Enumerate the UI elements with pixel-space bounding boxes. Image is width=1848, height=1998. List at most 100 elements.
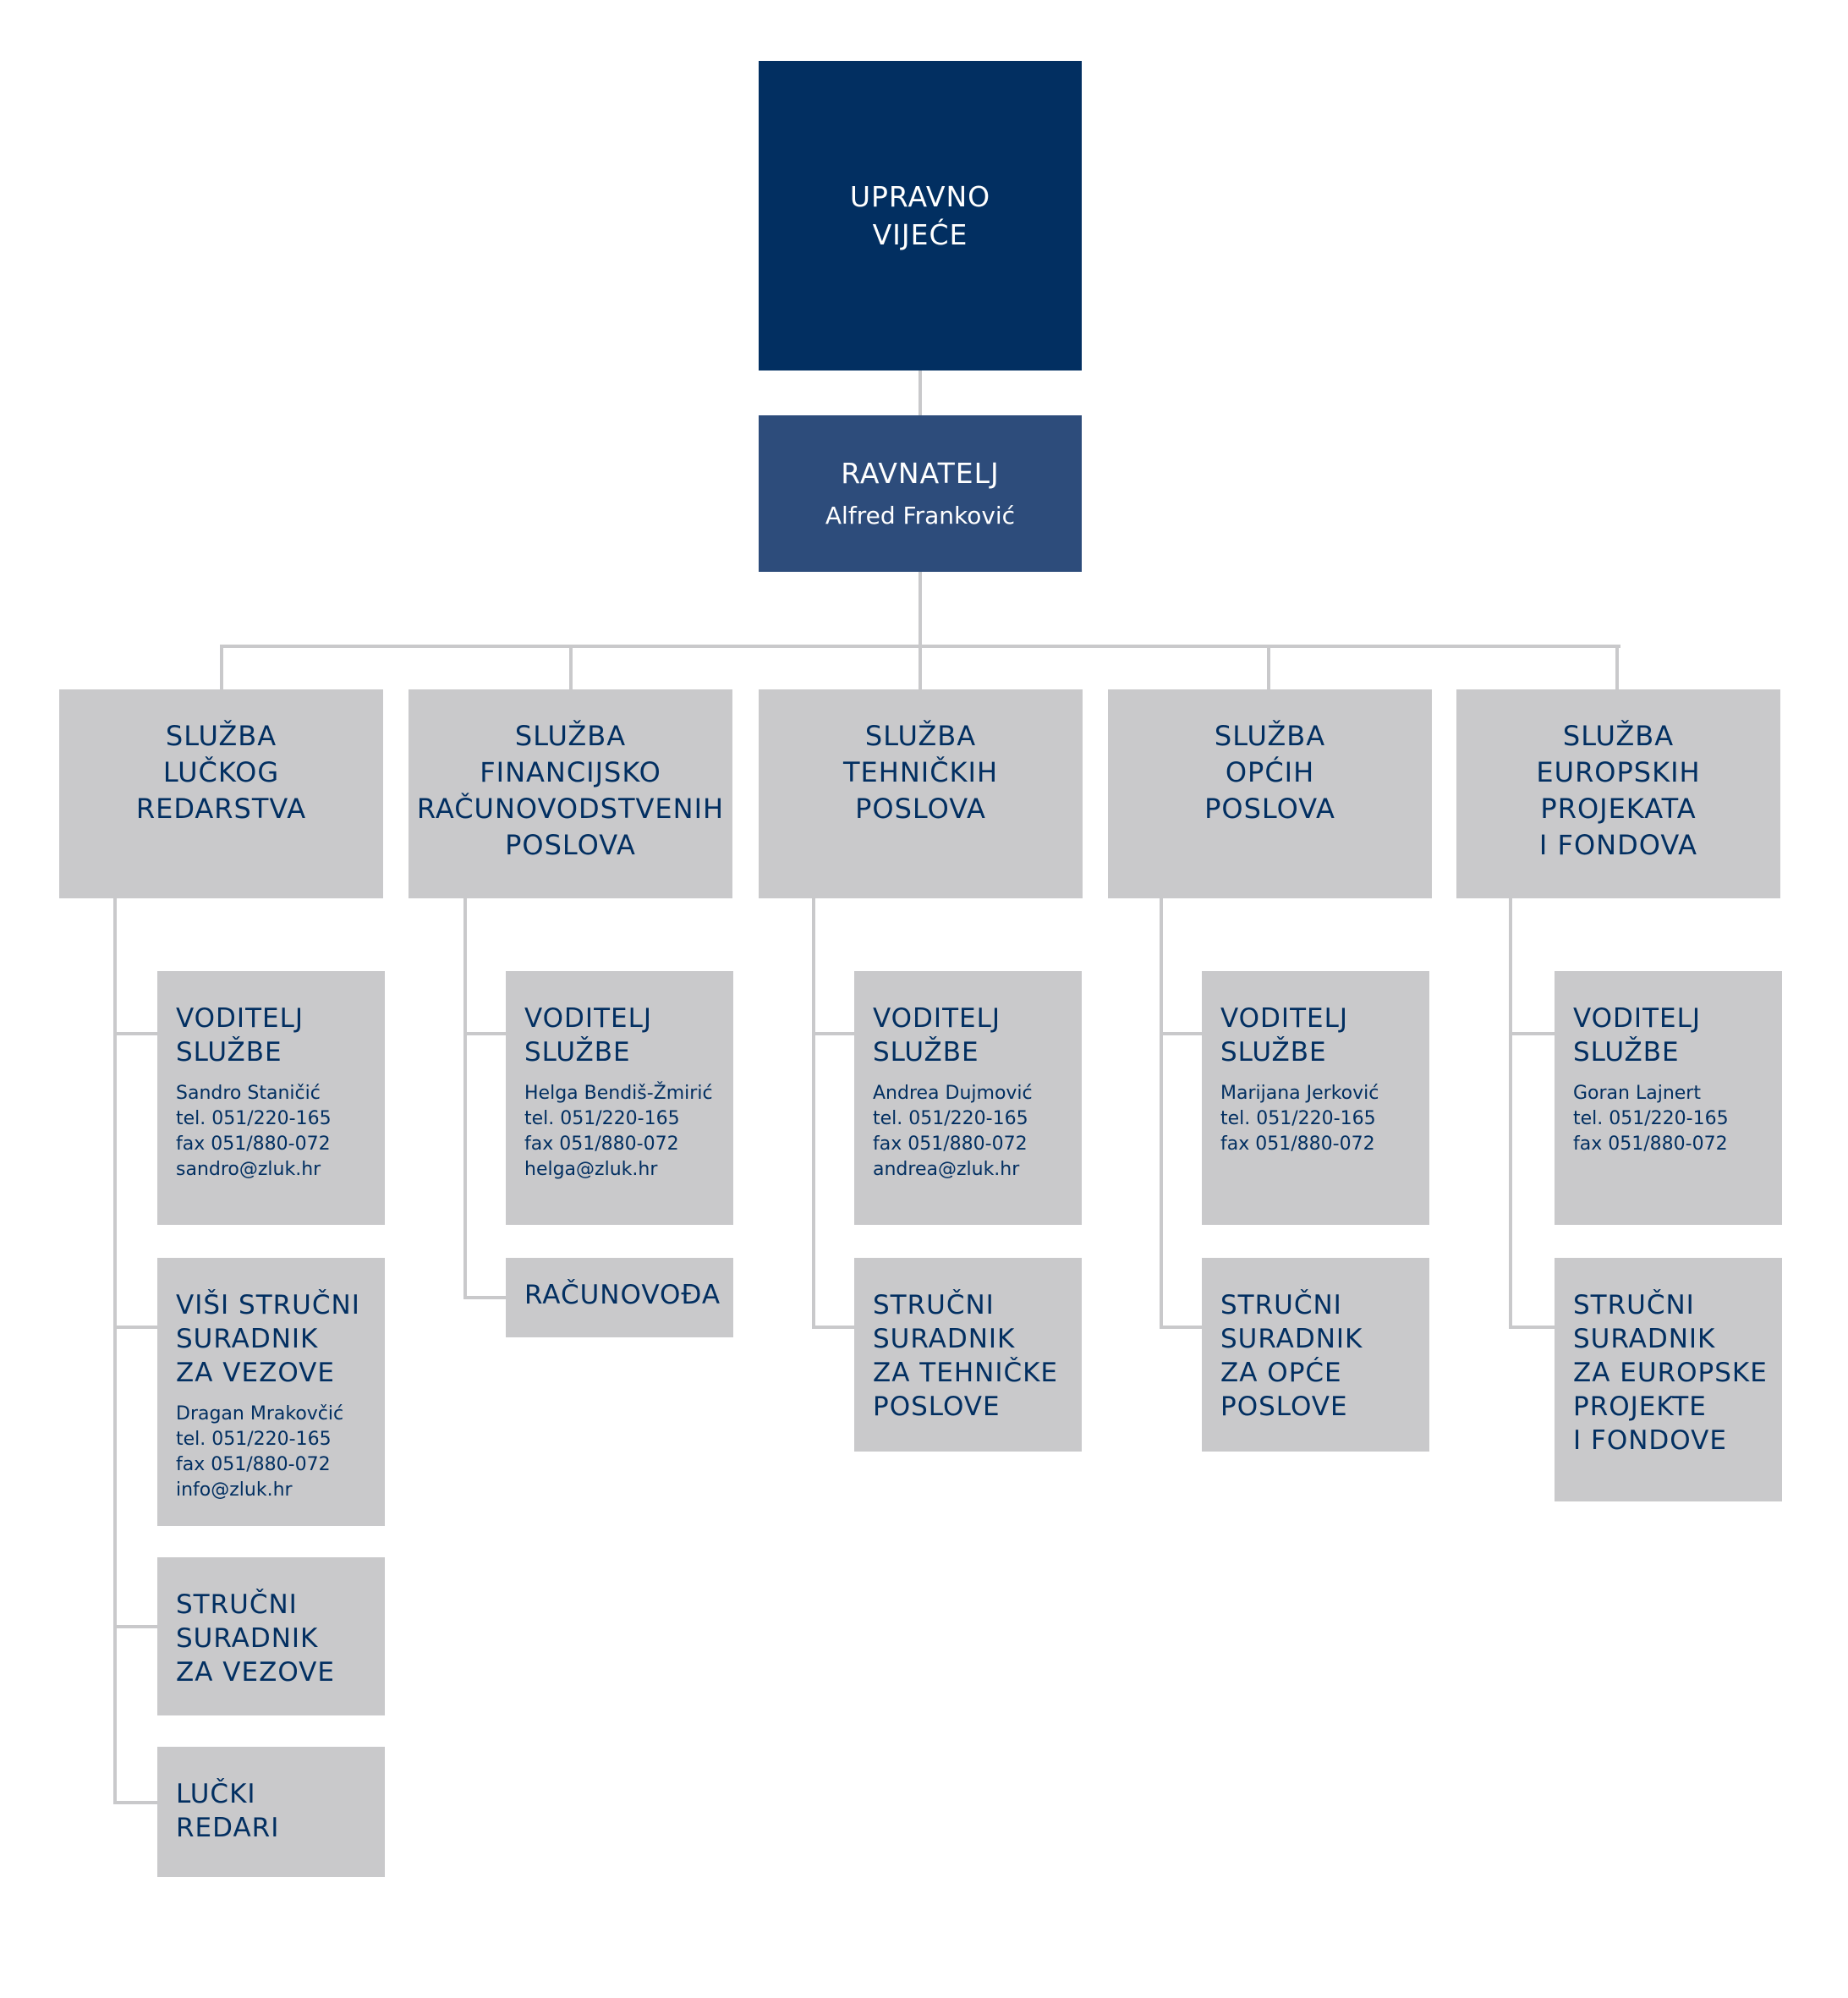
role-title: SLUŽBE bbox=[524, 1037, 631, 1068]
department-title: SLUŽBA bbox=[165, 720, 277, 752]
department-title: I FONDOVA bbox=[1538, 829, 1698, 861]
role-title: SURADNIK bbox=[873, 1324, 1016, 1354]
contact-line: helga@zluk.hr bbox=[524, 1159, 658, 1180]
contact-line: tel. 051/220-165 bbox=[524, 1108, 680, 1129]
role-title: ZA OPĆE bbox=[1220, 1358, 1342, 1388]
role-title: SLUŽBE bbox=[1220, 1037, 1327, 1068]
department-box-3: SLUŽBA TEHNIČKIH POSLOVA bbox=[759, 689, 1083, 898]
role-title: SURADNIK bbox=[176, 1324, 319, 1354]
connector-top-director bbox=[919, 371, 922, 416]
role-title: REDARI bbox=[176, 1813, 280, 1843]
role-title: VIŠI STRUČNI bbox=[176, 1290, 360, 1320]
department-title: REDARSTVA bbox=[135, 793, 307, 825]
department-title: POSLOVA bbox=[1204, 793, 1335, 825]
contact-line: sandro@zluk.hr bbox=[176, 1159, 321, 1180]
connector-dept-4-spine bbox=[1160, 898, 1163, 1327]
role-title: POSLOVE bbox=[873, 1391, 1001, 1422]
role-title: STRUČNI bbox=[873, 1290, 995, 1320]
role-title: SLUŽBE bbox=[1573, 1037, 1680, 1068]
contact-line: fax 051/880-072 bbox=[524, 1133, 679, 1155]
department-title: PROJEKATA bbox=[1540, 793, 1697, 825]
board-title: UPRAVNO bbox=[849, 180, 991, 213]
connector-director-trunk bbox=[919, 572, 922, 648]
department-title: SLUŽBA bbox=[1562, 720, 1675, 752]
role-title: STRUČNI bbox=[1220, 1290, 1342, 1320]
contact-line: fax 051/880-072 bbox=[1220, 1133, 1375, 1155]
department-box-2: SLUŽBA FINANCIJSKO RAČUNOVODSTVENIH POSLOVA bbox=[409, 689, 732, 898]
contact-line: Goran Lajnert bbox=[1573, 1083, 1701, 1104]
department-title: SLUŽBA bbox=[514, 720, 627, 752]
role-title: LUČKI bbox=[176, 1779, 256, 1809]
department-title: SLUŽBA bbox=[1214, 720, 1326, 752]
role-title: I FONDOVE bbox=[1573, 1425, 1727, 1456]
role-title: SURADNIK bbox=[176, 1623, 319, 1654]
connector-role-2-1 bbox=[463, 1032, 506, 1035]
connector-role-1-4 bbox=[113, 1801, 157, 1804]
connector-dept-4 bbox=[1267, 645, 1270, 690]
role-title: VODITELJ bbox=[524, 1003, 653, 1034]
role-title: SLUŽBE bbox=[176, 1037, 282, 1068]
connector-dept-2-spine bbox=[463, 898, 467, 1298]
role-title: ZA VEZOVE bbox=[176, 1657, 335, 1688]
department-title: TEHNIČKIH bbox=[842, 756, 999, 788]
department-title: RAČUNOVODSTVENIH bbox=[416, 793, 725, 825]
connector-role-1-1 bbox=[113, 1032, 157, 1035]
connector-dept-1-spine bbox=[113, 898, 117, 1803]
department-title: LUČKOG bbox=[162, 756, 280, 788]
director-name: Alfred Franković bbox=[825, 501, 1016, 530]
connector-dept-1 bbox=[220, 645, 223, 690]
contact-line: tel. 051/220-165 bbox=[1573, 1108, 1729, 1129]
connector-dept-3-spine bbox=[812, 898, 815, 1327]
role-title: RAČUNOVOĐA bbox=[524, 1280, 721, 1310]
connector-role-3-2 bbox=[812, 1326, 854, 1329]
role-title: VODITELJ bbox=[176, 1003, 304, 1034]
role-title: ZA TEHNIČKE bbox=[873, 1358, 1059, 1388]
role-title: POSLOVE bbox=[1220, 1391, 1348, 1422]
connector-role-5-2 bbox=[1509, 1326, 1555, 1329]
role-title: VODITELJ bbox=[873, 1003, 1001, 1034]
connector-dept-2 bbox=[569, 645, 573, 690]
contact-line: Sandro Staničić bbox=[176, 1083, 321, 1104]
role-title: SURADNIK bbox=[1220, 1324, 1363, 1354]
department-title: POSLOVA bbox=[855, 793, 986, 825]
role-title: PROJEKTE bbox=[1573, 1391, 1707, 1422]
role-title: STRUČNI bbox=[1573, 1290, 1695, 1320]
contact-line: fax 051/880-072 bbox=[176, 1454, 331, 1475]
role-title: VODITELJ bbox=[1220, 1003, 1349, 1034]
department-title: POSLOVA bbox=[505, 829, 636, 861]
contact-line: tel. 051/220-165 bbox=[873, 1108, 1028, 1129]
role-box-1-4: LUČKI REDARI bbox=[157, 1747, 385, 1877]
contact-line: andrea@zluk.hr bbox=[873, 1159, 1020, 1180]
contact-line: tel. 051/220-165 bbox=[176, 1429, 332, 1450]
connector-role-3-1 bbox=[812, 1032, 854, 1035]
role-title: VODITELJ bbox=[1573, 1003, 1702, 1034]
connector-dept-5-spine bbox=[1509, 898, 1512, 1327]
department-title: EUROPSKIH bbox=[1536, 756, 1701, 788]
connector-role-4-2 bbox=[1160, 1326, 1202, 1329]
department-box-5: SLUŽBA EUROPSKIH PROJEKATA I FONDOVA bbox=[1456, 689, 1780, 898]
contact-line: Andrea Dujmović bbox=[873, 1083, 1033, 1104]
department-title: SLUŽBA bbox=[864, 720, 977, 752]
department-title: FINANCIJSKO bbox=[480, 756, 661, 788]
role-title: STRUČNI bbox=[176, 1589, 298, 1620]
role-title: SLUŽBE bbox=[873, 1037, 979, 1068]
